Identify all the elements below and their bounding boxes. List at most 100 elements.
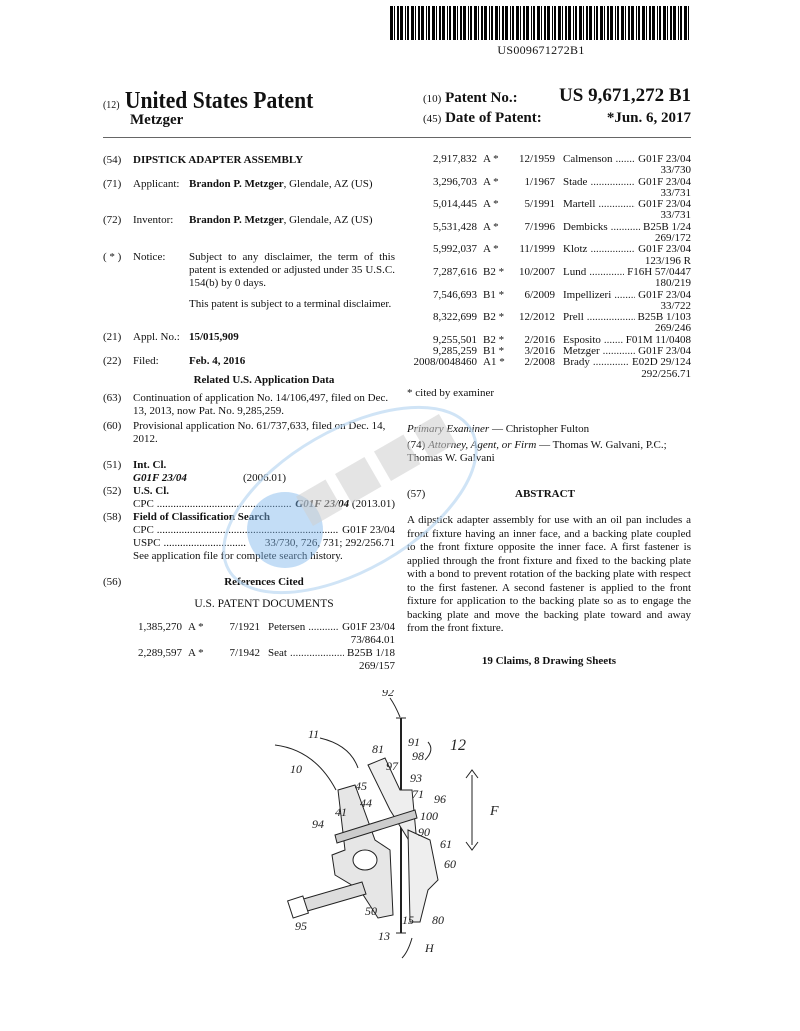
field-71-applicant: (71) Applicant: Brandon P. Metzger, Glen…	[103, 178, 395, 191]
barcode-bar	[499, 6, 500, 40]
barcode-bar	[439, 6, 441, 40]
barcode-bar	[657, 6, 658, 40]
reference-class: G01F 23/04	[638, 345, 691, 358]
field-label: Appl. No.:	[133, 331, 180, 343]
field-code: (52)	[103, 485, 122, 497]
reference-kind: A1 *	[483, 356, 505, 369]
barcode-bar	[594, 6, 595, 40]
barcode-bar	[447, 6, 448, 40]
reference-class: G01F 23/04	[638, 198, 691, 211]
leader-dots: ........................................…	[603, 334, 623, 346]
field-code: (21)	[103, 331, 122, 343]
reference-number: 5,014,445	[433, 198, 477, 211]
field-22-filed: (22) Filed: Feb. 4, 2016	[103, 355, 395, 368]
barcode-bar	[426, 6, 427, 40]
barcode-bar	[453, 6, 456, 40]
cpc-label: CPC	[133, 498, 154, 510]
barcode-bar	[478, 6, 479, 40]
reference-name: Brady	[563, 356, 590, 369]
field-label: Inventor:	[133, 214, 174, 226]
drawing-label: 96	[434, 792, 446, 806]
related-heading: Related U.S. Application Data	[193, 374, 335, 386]
reference-class-continuation: 73/864.01	[350, 634, 395, 646]
reference-number: 2,289,597	[138, 647, 182, 659]
patent-no-code: (10)	[423, 93, 442, 105]
field-63-continuation: (63) Continuation of application No. 14/…	[103, 392, 395, 418]
barcode-bar	[449, 6, 451, 40]
barcode-bar	[531, 6, 532, 40]
reference-class-continuation: 269/157	[358, 660, 395, 672]
reference-class: G01F 23/04	[342, 621, 395, 633]
leader-dots: ........................................…	[592, 357, 629, 369]
search-uspc-value: 33/730, 726, 731; 292/256.71	[264, 537, 395, 549]
reference-date: 7/1942	[229, 647, 260, 659]
barcode-bar	[547, 6, 550, 40]
barcode-bar	[610, 6, 613, 40]
drawing-label: F	[489, 804, 499, 819]
barcode-bar	[397, 6, 399, 40]
abstract-heading: ABSTRACT	[515, 488, 575, 500]
reference-date: 6/2009	[524, 288, 555, 301]
reference-class: G01F 23/04	[638, 243, 691, 256]
field-58-search: (58) Field of Classification Search CPC.…	[103, 511, 395, 563]
barcode-bar	[607, 6, 609, 40]
reference-class: E02D 29/124	[632, 356, 691, 369]
reference-class-continuation: 33/730	[660, 164, 691, 177]
barcode-bar	[646, 6, 647, 40]
reference-kind: A *	[188, 621, 204, 633]
leader-dots: ........................................…	[610, 221, 641, 233]
continuation-text: Continuation of application No. 14/106,4…	[133, 392, 389, 417]
cpc-version: (2013.01)	[351, 498, 395, 510]
search-uspc-label: USPC	[133, 537, 161, 549]
cited-note: * cited by examiner	[407, 387, 495, 399]
provisional-text: Provisional application No. 61/737,633, …	[133, 420, 386, 445]
drawing-label: 41	[335, 805, 347, 819]
barcode-bar	[474, 6, 477, 40]
barcode-bar	[684, 6, 687, 40]
field-72-inventor: (72) Inventor: Brandon P. Metzger, Glend…	[103, 214, 395, 227]
barcode-bar	[502, 6, 504, 40]
search-history-note: See application file for complete search…	[133, 550, 343, 562]
reference-number: 5,992,037	[433, 243, 477, 256]
reference-kind: A *	[188, 647, 204, 659]
reference-name: Klotz	[563, 243, 588, 256]
reference-number: 9,255,501	[433, 333, 477, 346]
drawing-label: 98	[412, 749, 424, 763]
drawing-label: 100	[420, 809, 438, 823]
patent-drawing: 92 11 81 91 97 98 12 93 10 45 44 71 96 1…	[274, 690, 499, 959]
reference-number: 9,285,259	[433, 345, 477, 358]
document-type: United States Patent	[124, 88, 314, 114]
drawing-label: 91	[408, 735, 420, 749]
reference-name: Seat	[268, 647, 287, 659]
reference-name: Lund	[563, 265, 587, 278]
reference-name: Petersen	[268, 621, 306, 633]
date-of-patent: *Jun. 6, 2017	[606, 110, 691, 126]
barcode-bar	[491, 6, 493, 40]
leader-dots: ........................................…	[308, 621, 339, 633]
reference-kind: A *	[483, 243, 499, 256]
date-label: Date of Patent:	[445, 110, 542, 126]
reference-number: 3,296,703	[433, 175, 477, 188]
field-code: (58)	[103, 511, 122, 523]
barcode-bar	[673, 6, 676, 40]
field-56-references: (56) References Cited	[103, 576, 395, 589]
barcode-bar	[390, 6, 393, 40]
reference-class: G01F 23/04	[638, 288, 691, 301]
leader-dots: ........................................…	[156, 524, 339, 536]
reference-date: 5/1991	[524, 198, 555, 211]
field-21-appl-no: (21) Appl. No.: 15/015,909	[103, 331, 395, 344]
reference-class-continuation: 292/256.71	[641, 367, 691, 380]
drawing-label: 10	[290, 762, 302, 776]
reference-date: 7/1996	[524, 220, 555, 233]
barcode-bar	[526, 6, 529, 40]
reference-class: F16H 57/0447	[627, 265, 691, 278]
barcode-bar	[579, 6, 582, 40]
leader-dots: ........................................…	[590, 176, 635, 188]
examiner-name: — Christopher Fulton	[491, 423, 590, 435]
